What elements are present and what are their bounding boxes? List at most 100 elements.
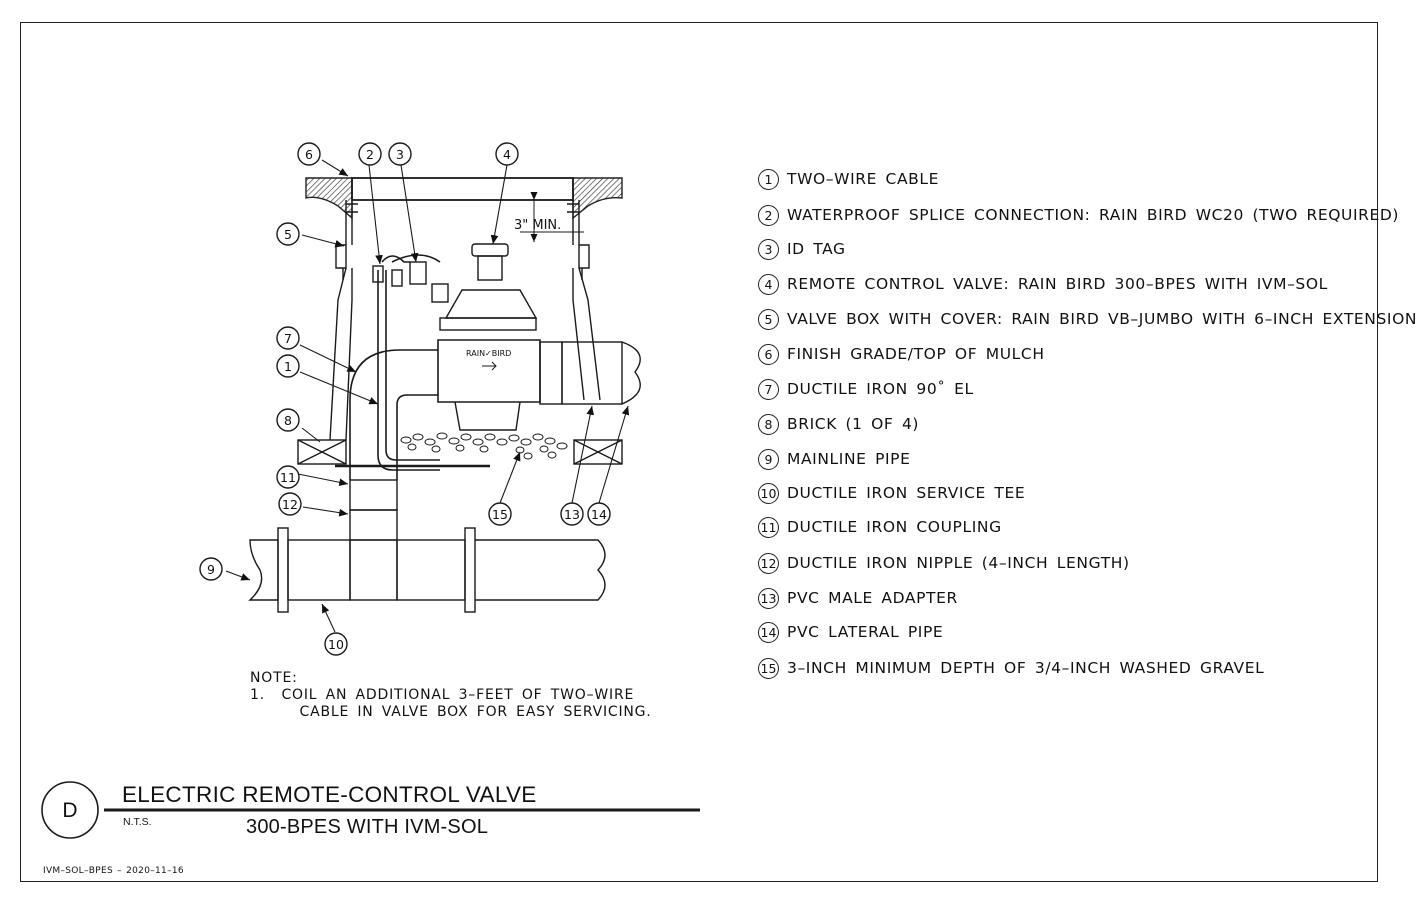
callout-balloon-9: 9 <box>199 557 223 581</box>
bricks <box>297 439 623 465</box>
drawing-note: NOTE:1. COIL AN ADDITIONAL 3–FEET OF TWO… <box>250 670 652 721</box>
svg-text:15: 15 <box>492 507 508 522</box>
detail-letter: D <box>62 799 78 822</box>
legend-text: BRICK (1 OF 4) <box>787 415 920 433</box>
svg-text:5: 5 <box>284 227 292 242</box>
legend-text: DUCTILE IRON SERVICE TEE <box>787 484 1026 502</box>
callout-balloon-1: 1 <box>276 354 300 378</box>
legend-number: 7 <box>758 378 779 400</box>
drawing-sheet-border <box>20 22 1378 882</box>
drawing-title: ELECTRIC REMOTE-CONTROL VALVE <box>122 782 537 807</box>
legend-number: 12 <box>758 552 779 574</box>
legend-number: 8 <box>758 413 779 435</box>
note-heading: NOTE: <box>250 670 298 686</box>
remote-control-valve: RAIN✓BIRD <box>431 243 563 431</box>
ductile-iron-el <box>349 349 438 480</box>
legend-text: PVC LATERAL PIPE <box>787 623 944 641</box>
dimension-3in-min: 3" MIN. <box>514 192 584 242</box>
legend-number: 3 <box>758 238 779 260</box>
legend-item: 1 TWO–WIRE CABLE <box>758 166 939 192</box>
drawing-subtitle: 300-BPES WITH IVM-SOL <box>246 816 489 838</box>
svg-text:6: 6 <box>305 147 313 162</box>
svg-text:2: 2 <box>366 147 374 162</box>
legend-number: 4 <box>758 273 779 295</box>
legend-item: 7 DUCTILE IRON 90˚ EL <box>758 376 974 402</box>
svg-text:11: 11 <box>280 470 296 485</box>
callout-balloon-2: 2 <box>358 142 382 166</box>
legend-item: 11 DUCTILE IRON COUPLING <box>758 514 1002 540</box>
dimension-label: 3" MIN. <box>514 218 561 233</box>
legend-number: 1 <box>758 168 779 190</box>
legend-item: 4 REMOTE CONTROL VALVE: RAIN BIRD 300–BPE… <box>758 271 1328 297</box>
legend-item: 2 WATERPROOF SPLICE CONNECTION: RAIN BIRD… <box>758 202 1399 228</box>
svg-text:1: 1 <box>284 359 292 374</box>
leader-lines <box>225 159 630 633</box>
legend-number: 6 <box>758 343 779 365</box>
callout-balloon-14: 14 <box>587 502 611 526</box>
legend-text: TWO–WIRE CABLE <box>787 170 940 188</box>
callout-balloon-13: 13 <box>560 502 584 526</box>
note-line: CABLE IN VALVE BOX FOR EASY SERVICING. <box>250 704 652 720</box>
legend-item: 12 DUCTILE IRON NIPPLE (4–INCH LENGTH) <box>758 550 1130 576</box>
callout-balloon-5: 5 <box>276 222 300 246</box>
drawing-id: IVM–SOL–BPES – 2020–11–16 <box>43 866 184 876</box>
legend-text: VALVE BOX WITH COVER: RAIN BIRD VB–JUMBO… <box>787 310 1417 328</box>
callout-balloon-10: 10 <box>324 632 348 656</box>
svg-text:9: 9 <box>207 562 215 577</box>
male-adapter-lateral <box>561 341 641 405</box>
legend-item: 8 BRICK (1 OF 4) <box>758 411 919 437</box>
callout-balloon-6: 6 <box>297 142 321 166</box>
callout-balloon-8: 8 <box>276 408 300 432</box>
mainline-and-tee <box>248 479 606 613</box>
legend-number: 2 <box>758 204 779 226</box>
callout-balloon-12: 12 <box>278 492 302 516</box>
legend-text: DUCTILE IRON 90˚ EL <box>787 380 974 398</box>
svg-text:10: 10 <box>328 637 344 652</box>
legend-number: 5 <box>758 308 779 330</box>
callout-balloon-3: 3 <box>388 142 412 166</box>
svg-text:12: 12 <box>282 497 298 512</box>
two-wire-cable <box>335 254 490 471</box>
legend-text: ID TAG <box>787 240 846 258</box>
valve-logo: RAIN✓BIRD <box>466 349 511 358</box>
legend-text: 3–INCH MINIMUM DEPTH OF 3/4–INCH WASHED … <box>787 659 1265 677</box>
svg-text:3: 3 <box>396 147 404 162</box>
legend-number: 9 <box>758 448 779 470</box>
title-block-lines <box>41 781 700 839</box>
finish-grade-soil <box>305 177 623 220</box>
svg-text:14: 14 <box>591 507 607 522</box>
splice-and-tag <box>372 261 427 287</box>
legend-number: 11 <box>758 516 779 538</box>
legend-text: MAINLINE PIPE <box>787 450 911 468</box>
callout-balloons: 6 2 3 4 5 7 1 8 11 12 9 10 15 13 14 <box>199 142 611 656</box>
washed-gravel <box>400 432 568 460</box>
callout-balloon-11: 11 <box>276 465 300 489</box>
svg-text:13: 13 <box>564 507 580 522</box>
legend-text: PVC MALE ADAPTER <box>787 589 958 607</box>
legend-number: 10 <box>758 482 779 504</box>
legend-number: 13 <box>758 587 779 609</box>
legend-text: FINISH GRADE/TOP OF MULCH <box>787 345 1045 363</box>
legend-item: 13 PVC MALE ADAPTER <box>758 585 958 611</box>
note-line: 1. COIL AN ADDITIONAL 3–FEET OF TWO–WIRE <box>250 687 635 703</box>
detail-circle <box>41 781 99 839</box>
legend-number: 14 <box>758 621 779 643</box>
legend-text: REMOTE CONTROL VALVE: RAIN BIRD 300–BPES… <box>787 275 1328 293</box>
callout-balloon-7: 7 <box>276 326 300 350</box>
legend-item: 10 DUCTILE IRON SERVICE TEE <box>758 480 1025 506</box>
svg-text:8: 8 <box>284 413 292 428</box>
svg-text:7: 7 <box>284 331 292 346</box>
legend-item: 6 FINISH GRADE/TOP OF MULCH <box>758 341 1045 367</box>
legend-item: 9 MAINLINE PIPE <box>758 446 911 472</box>
legend-text: WATERPROOF SPLICE CONNECTION: RAIN BIRD … <box>787 206 1400 224</box>
legend-text: DUCTILE IRON NIPPLE (4–INCH LENGTH) <box>787 554 1130 572</box>
legend-item: 14 PVC LATERAL PIPE <box>758 619 943 645</box>
legend-text: DUCTILE IRON COUPLING <box>787 518 1002 536</box>
scale-label: N.T.S. <box>123 816 152 828</box>
legend-item: 3 ID TAG <box>758 236 846 262</box>
svg-text:4: 4 <box>503 147 511 162</box>
legend-item: 5 VALVE BOX WITH COVER: RAIN BIRD VB–JUMB… <box>758 306 1417 332</box>
callout-balloon-15: 15 <box>488 502 512 526</box>
